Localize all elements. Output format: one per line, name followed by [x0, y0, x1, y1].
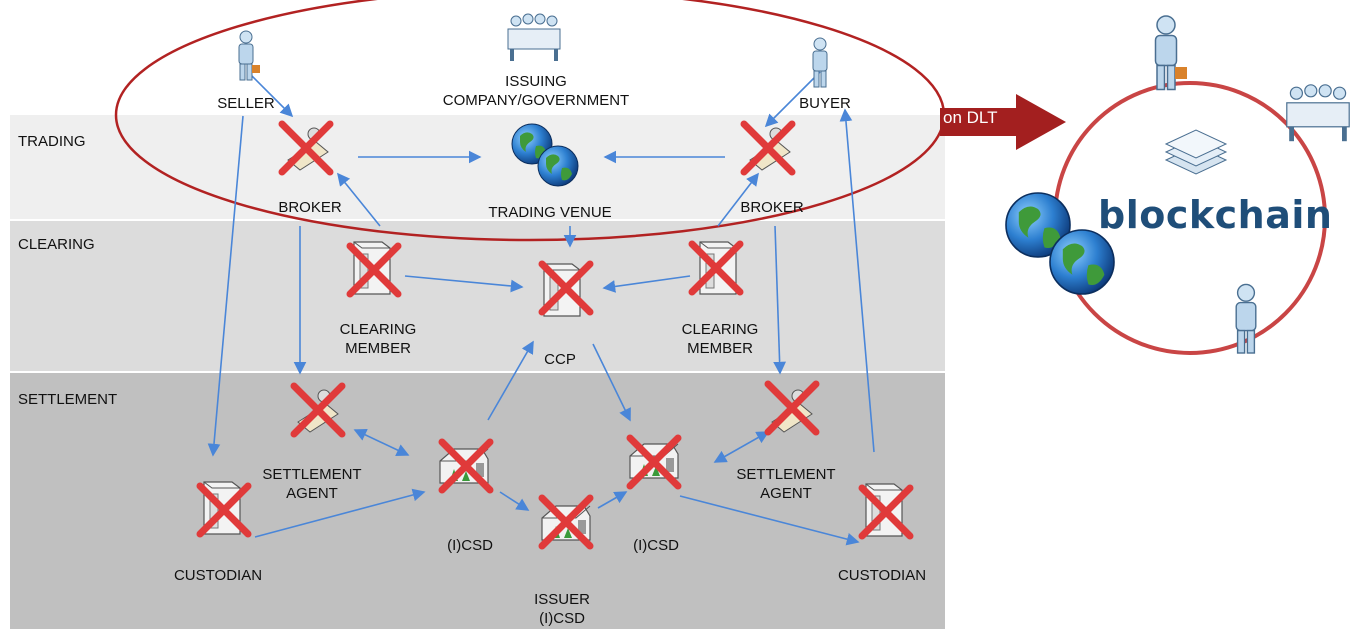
seller-label: SELLER [217, 95, 275, 112]
settlement-label: SETTLEMENT [18, 391, 118, 408]
dlt-arrow [940, 94, 1066, 150]
broker-right-label: BROKER [740, 199, 804, 216]
issuing-label: ISSUING COMPANY/GOVERNMENT [442, 73, 630, 109]
buyer-person-icon [812, 37, 828, 88]
ccp-label: CCP [544, 351, 576, 368]
dlt-arrow-label: on DLT [943, 108, 998, 127]
blockchain-title: blockchain [1098, 193, 1333, 237]
trading-label: TRADING [18, 133, 86, 150]
trading-venue-globe-icon [511, 123, 579, 187]
broker-left-label: BROKER [278, 199, 342, 216]
blockchain-documents-icon [1164, 129, 1228, 175]
trading-venue-label: TRADING VENUE [488, 204, 612, 221]
csd-right-label: (I)CSD [633, 537, 679, 554]
csd-left-label: (I)CSD [447, 537, 493, 554]
blockchain-person-top-icon [1154, 15, 1187, 91]
clearing-member-right-label: CLEARING MEMBER [681, 321, 759, 357]
buyer-label: BUYER [799, 95, 851, 112]
issuer-csd-label: ISSUER (I)CSD [534, 591, 590, 627]
clearing-label: CLEARING [18, 236, 95, 253]
settlement-agent-left-label: SETTLEMENT AGENT [262, 466, 362, 502]
custodian-left-label: CUSTODIAN [173, 567, 263, 584]
clearing-member-left-label: CLEARING MEMBER [339, 321, 417, 357]
clearing-band [10, 221, 945, 371]
custodian-right-label: CUSTODIAN [837, 567, 927, 584]
seller-person-icon [238, 30, 260, 81]
issuing-group-icon [507, 13, 561, 62]
settlement-agent-right-label: SETTLEMENT AGENT [736, 466, 836, 502]
flow-arrows [207, 71, 875, 546]
